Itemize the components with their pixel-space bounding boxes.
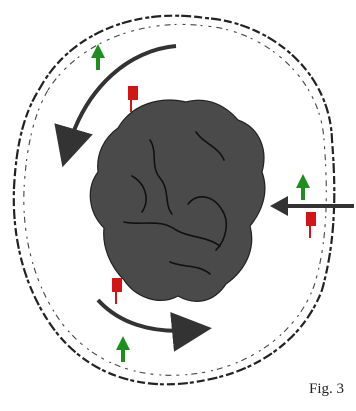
red-pin-right: [306, 212, 316, 238]
red-pin-bottom: [112, 278, 122, 304]
central-mass: [90, 100, 265, 301]
curved-arrow-bottom: [98, 300, 192, 331]
red-pin-top: [128, 86, 138, 112]
green-up-arrow-bottom: [116, 336, 130, 362]
figure-label: Fig. 3: [309, 381, 344, 398]
green-up-arrow-right: [296, 174, 310, 200]
